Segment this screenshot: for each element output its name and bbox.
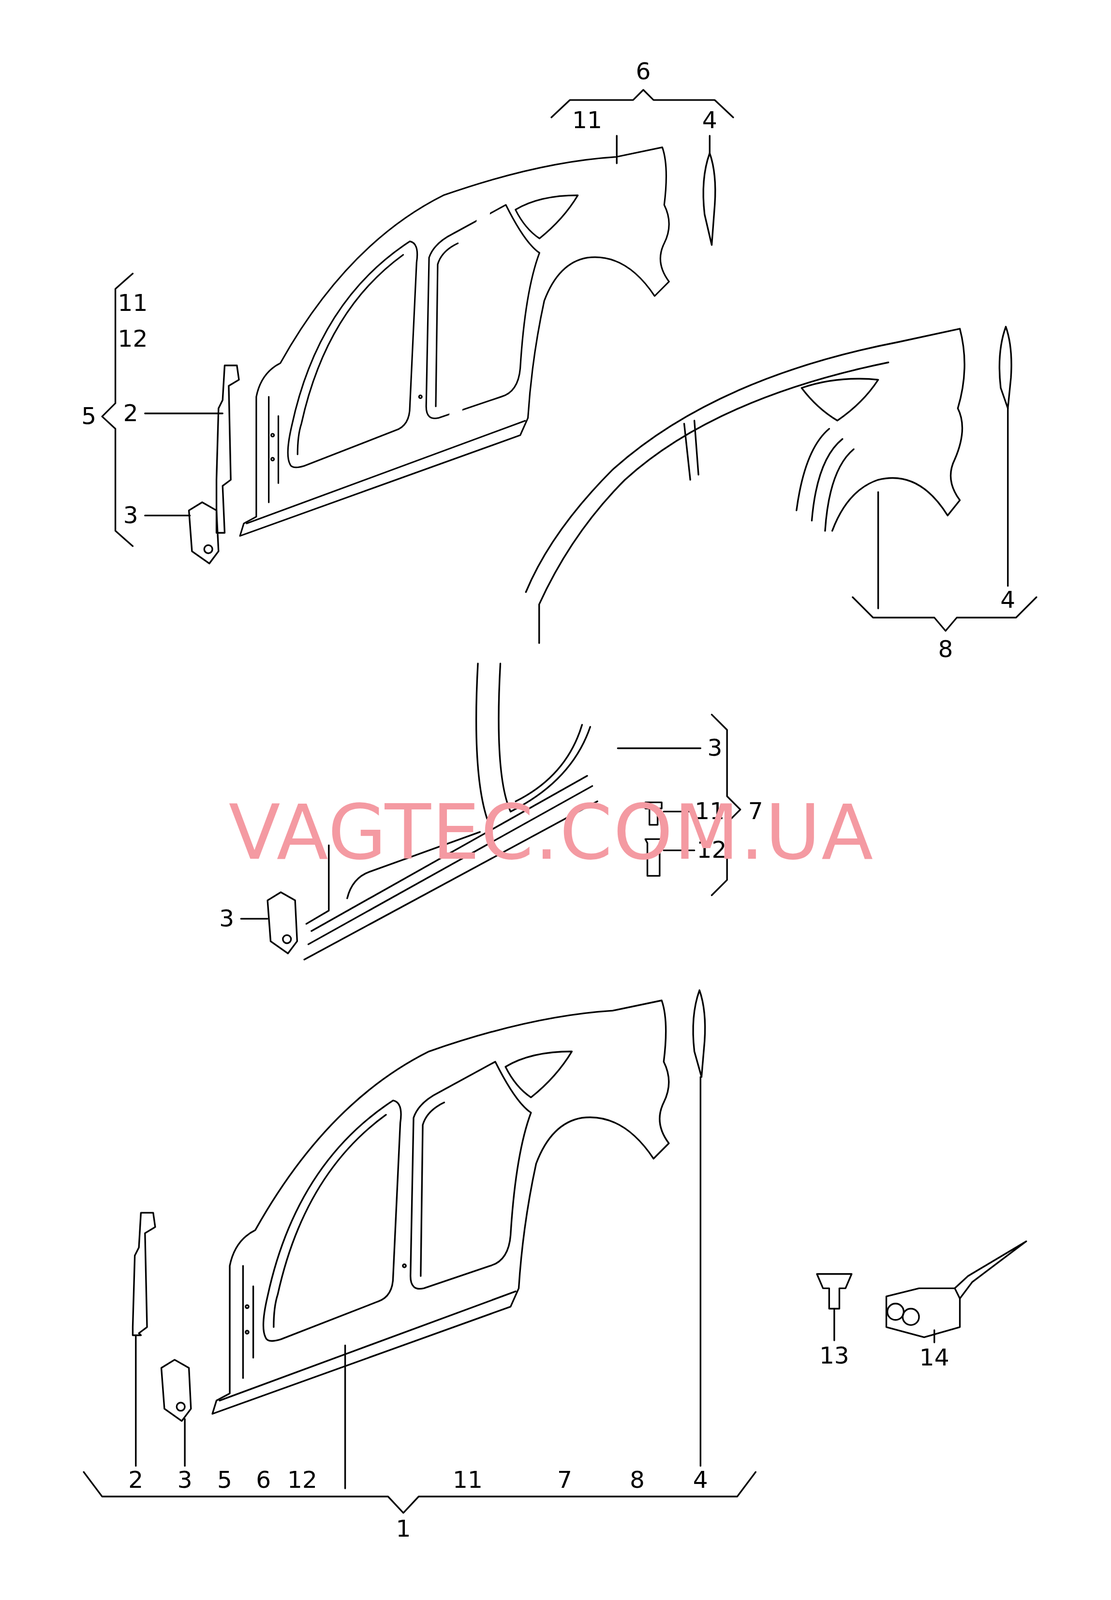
callout-number: 4: [702, 108, 718, 133]
callout-number: 5: [81, 404, 97, 429]
callout-number: 1: [395, 1517, 411, 1542]
callout-number: 4: [693, 1468, 709, 1493]
callout-number: 13: [819, 1344, 850, 1368]
callout-number: 3: [219, 907, 235, 932]
watermark: VAGTEC.COM.UA: [228, 794, 875, 871]
callout-number: 12: [118, 327, 149, 352]
callout-number: 12: [287, 1468, 318, 1493]
callout-number: 2: [123, 401, 139, 426]
callout-number: 11: [118, 291, 149, 316]
callout-number: 2: [128, 1468, 144, 1493]
callout-number: 11: [572, 108, 603, 133]
callout-number: 6: [255, 1468, 271, 1493]
callout-number: 4: [1000, 588, 1016, 613]
callout-number: 8: [938, 637, 954, 662]
callout-number: 3: [123, 503, 139, 528]
callout-number: 3: [707, 736, 723, 761]
callout-number: 11: [452, 1468, 483, 1493]
callout-number: 8: [629, 1468, 645, 1493]
callout-number: 5: [217, 1468, 233, 1493]
callout-number: 14: [919, 1346, 950, 1371]
callout-number: 7: [557, 1468, 573, 1493]
callout-number: 3: [177, 1468, 193, 1493]
callout-number: 6: [636, 59, 652, 84]
